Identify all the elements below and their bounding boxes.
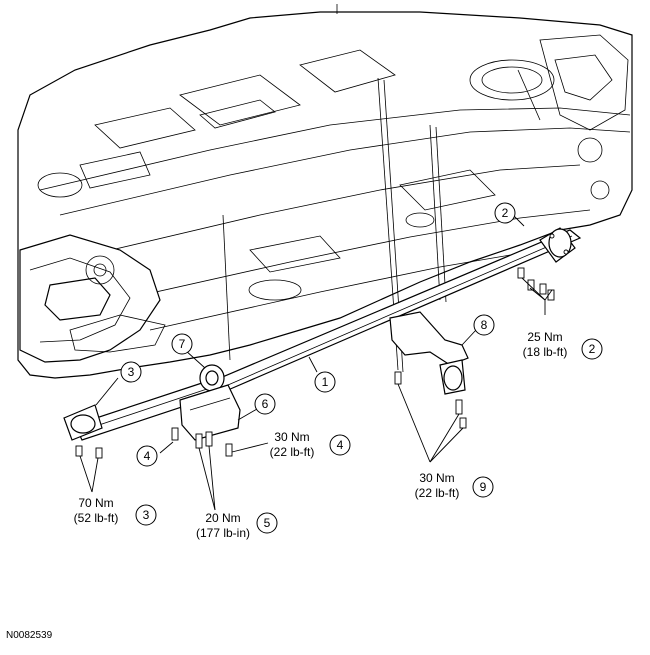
torque-4-nm: 30 Nm	[274, 430, 309, 444]
torque-3-nm: 70 Nm	[78, 496, 113, 510]
callout-bubble-5: 5	[256, 512, 278, 534]
torque-5-nm: 20 Nm	[205, 511, 240, 525]
torque-2-imperial: (18 lb-ft)	[523, 345, 568, 359]
callout-bubble-3-upper: 3	[120, 361, 142, 383]
callout-bubble-1: 1	[314, 371, 336, 393]
torque-spec-5: 20 Nm (177 lb-in)	[196, 511, 250, 540]
callout-bubble-4-left: 4	[136, 445, 158, 467]
callout-1-label: 1	[322, 375, 329, 389]
torque-2-nm: 25 Nm	[527, 330, 562, 344]
figure-id: N0082539	[6, 630, 53, 641]
callout-bubble-2-torque: 2	[581, 338, 603, 360]
torque-4-imperial: (22 lb-ft)	[270, 445, 315, 459]
callout-4-torque-label: 4	[337, 438, 344, 452]
torque-spec-4: 30 Nm (22 lb-ft)	[270, 430, 315, 459]
callout-bubble-8: 8	[473, 314, 495, 336]
torque-spec-9: 30 Nm (22 lb-ft)	[415, 471, 460, 500]
callout-4-label: 4	[144, 449, 151, 463]
torque-spec-2: 25 Nm (18 lb-ft)	[523, 330, 568, 359]
callout-2-torque-label: 2	[589, 342, 596, 356]
callout-leaders	[79, 215, 553, 511]
torque-3-imperial: (52 lb-ft)	[74, 511, 119, 525]
callout-9-label: 9	[480, 480, 487, 494]
callout-3-label: 3	[128, 365, 135, 379]
torque-9-nm: 30 Nm	[419, 471, 454, 485]
callout-5-label: 5	[264, 516, 271, 530]
driveshaft	[63, 227, 582, 441]
callout-bubble-9: 9	[472, 476, 494, 498]
callout-bubble-4-torque: 4	[329, 434, 351, 456]
crossmember-bracket	[389, 311, 469, 395]
callout-2-label: 2	[502, 206, 509, 220]
callout-bubble-7: 7	[171, 333, 193, 355]
bolts	[75, 267, 555, 459]
callout-bubble-2-upper: 2	[494, 202, 516, 224]
torque-9-imperial: (22 lb-ft)	[415, 486, 460, 500]
callout-3-torque-label: 3	[143, 508, 150, 522]
callout-7-label: 7	[179, 337, 186, 351]
torque-5-imperial: (177 lb-in)	[196, 526, 250, 540]
callout-bubble-3-torque: 3	[135, 504, 157, 526]
callout-bubble-6: 6	[254, 393, 276, 415]
torque-spec-3: 70 Nm (52 lb-ft)	[74, 496, 119, 525]
callout-8-label: 8	[481, 318, 488, 332]
callout-6-label: 6	[262, 397, 269, 411]
vehicle-underbody	[17, 4, 633, 379]
